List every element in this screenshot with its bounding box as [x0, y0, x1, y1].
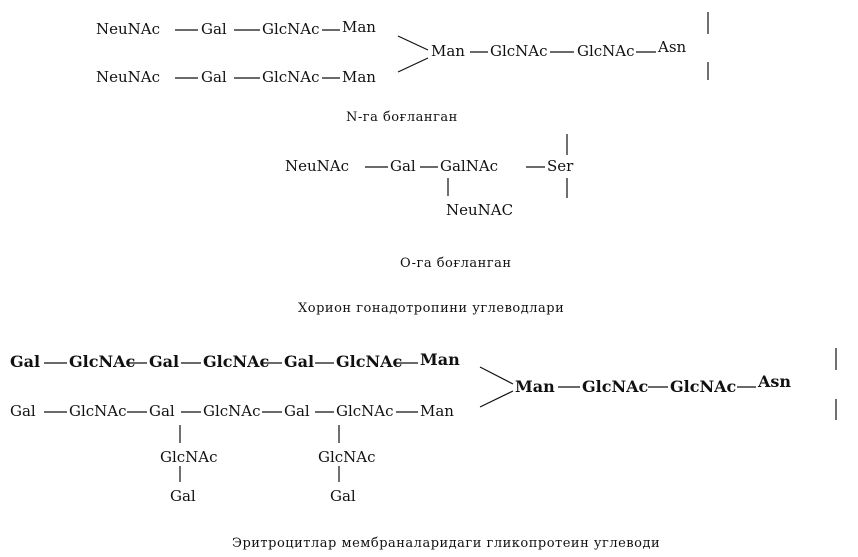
- s3-core-glcnac-1: GlcNAc: [582, 377, 649, 396]
- s3-branch2-gal: Gal: [330, 487, 356, 505]
- s3-r2-man: Man: [420, 402, 454, 420]
- s2-branch-neunac: NeuNAC: [446, 201, 514, 219]
- s2-neunac: NeuNAc: [285, 157, 350, 175]
- s3-core-man: Man: [515, 377, 555, 396]
- s2-ser: Ser: [547, 157, 574, 175]
- s1-caption: N-га боғланган: [346, 110, 458, 125]
- s1-r2-neunac: NeuNAc: [96, 68, 161, 86]
- s3-branch2-glcnac: GlcNAc: [318, 448, 376, 466]
- s1-core-glcnac-1: GlcNAc: [490, 42, 548, 60]
- s1-core-asn: Asn: [658, 38, 687, 56]
- s1-r1-neunac: NeuNAc: [96, 20, 161, 38]
- s3-caption: Эритроцитлар мембраналаридаги гликопроте…: [232, 536, 661, 551]
- s3-r1-gal-2: Gal: [149, 352, 180, 371]
- s3-r2-glcnac-3: GlcNAc: [336, 402, 394, 420]
- s3-branch1-glcnac: GlcNAc: [160, 448, 218, 466]
- section-title: Хорион гонадотропини углеводлари: [298, 301, 565, 316]
- s1-r1-man: Man: [342, 18, 376, 36]
- s1-r2-man: Man: [342, 68, 376, 86]
- s2-gal: Gal: [390, 157, 416, 175]
- s2-galnac: GalNAc: [440, 157, 499, 175]
- s1-r1-glcnac: GlcNAc: [262, 20, 320, 38]
- s1-core-man: Man: [431, 42, 465, 60]
- s3-r1-glcnac-1: GlcNAc: [69, 352, 136, 371]
- s3-r1-gal-1: Gal: [10, 352, 41, 371]
- s3-r2-gal-2: Gal: [149, 402, 175, 420]
- s3-r2-gal-1: Gal: [10, 402, 36, 420]
- s3-core-glcnac-2: GlcNAc: [670, 377, 737, 396]
- s1-r2-gal: Gal: [201, 68, 227, 86]
- s3-r2-glcnac-2: GlcNAc: [203, 402, 261, 420]
- s3-r2-gal-3: Gal: [284, 402, 310, 420]
- s2-caption: O-га боғланган: [400, 256, 512, 271]
- s3-r1-gal-3: Gal: [284, 352, 315, 371]
- s3-r1-glcnac-3: GlcNAc: [336, 352, 403, 371]
- s3-core-asn: Asn: [758, 372, 792, 391]
- s3-branch1-gal: Gal: [170, 487, 196, 505]
- s1-r1-gal: Gal: [201, 20, 227, 38]
- s1-r2-glcnac: GlcNAc: [262, 68, 320, 86]
- s3-r1-man: Man: [420, 350, 460, 369]
- s3-r1-glcnac-2: GlcNAc: [203, 352, 270, 371]
- s1-core-glcnac-2: GlcNAc: [577, 42, 635, 60]
- s3-r2-glcnac-1: GlcNAc: [69, 402, 127, 420]
